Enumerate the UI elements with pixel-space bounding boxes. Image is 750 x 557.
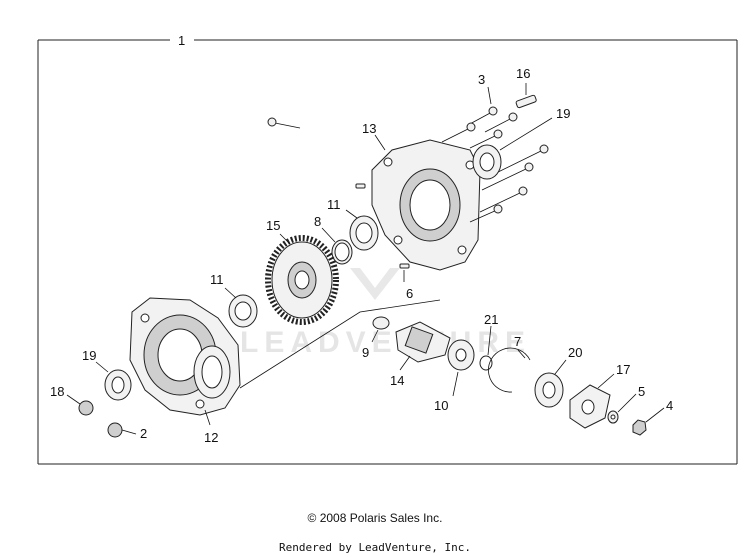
callout-2: 2 [140, 426, 147, 441]
fill-plug [107, 422, 123, 438]
seal-upper [472, 144, 502, 180]
callout-11-upper: 11 [327, 197, 341, 212]
watermark-logo [350, 268, 400, 300]
output-seal [534, 372, 564, 408]
output-flange [569, 384, 611, 429]
callout-3: 3 [478, 72, 485, 87]
dowel-pin-lower [399, 263, 410, 269]
dowel-pin-upper [355, 183, 366, 189]
nut-4 [632, 419, 647, 436]
callout-10: 10 [434, 398, 448, 413]
housing-bolts [267, 106, 549, 223]
spacer-9 [372, 316, 390, 330]
callout-9: 9 [362, 345, 369, 360]
cover-housing [371, 139, 481, 271]
copyright-text: © 2008 Polaris Sales Inc. [307, 511, 443, 525]
drain-plug [78, 400, 94, 416]
callout-13: 13 [362, 121, 376, 136]
shim-ring [331, 239, 353, 265]
assembly-frame [37, 39, 738, 465]
callout-15: 15 [266, 218, 280, 233]
callout-17: 17 [616, 362, 630, 377]
washer-5 [607, 410, 619, 424]
callout-7: 7 [514, 334, 521, 349]
callout-11-lower: 11 [210, 272, 224, 287]
main-case [129, 297, 241, 416]
callout-21: 21 [484, 312, 498, 327]
bearing-upper [349, 215, 379, 251]
callout-19-lower: 19 [82, 348, 96, 363]
watermark-text: LEADVENTURE [240, 326, 531, 359]
pinion-gear [395, 321, 451, 363]
callout-14: 14 [390, 373, 404, 388]
callout-12: 12 [204, 430, 218, 445]
callout-4: 4 [666, 398, 673, 413]
bearing-lower [228, 294, 258, 328]
callout-1: 1 [178, 33, 185, 48]
callout-5: 5 [638, 384, 645, 399]
seal-lower [104, 369, 132, 401]
callout-8: 8 [314, 214, 321, 229]
callout-18: 18 [50, 384, 64, 399]
callout-20: 20 [568, 345, 582, 360]
breather-fitting [515, 94, 537, 109]
ring-gear [265, 235, 339, 325]
callout-16: 16 [516, 66, 530, 81]
callout-6: 6 [406, 286, 413, 301]
rendered-by-text: Rendered by LeadVenture, Inc. [278, 541, 472, 554]
snap-ring [488, 347, 531, 393]
pinion-leader-line [239, 299, 441, 389]
callout-19-upper: 19 [556, 106, 570, 121]
o-ring-21 [479, 355, 493, 371]
pinion-bearing [447, 339, 475, 371]
